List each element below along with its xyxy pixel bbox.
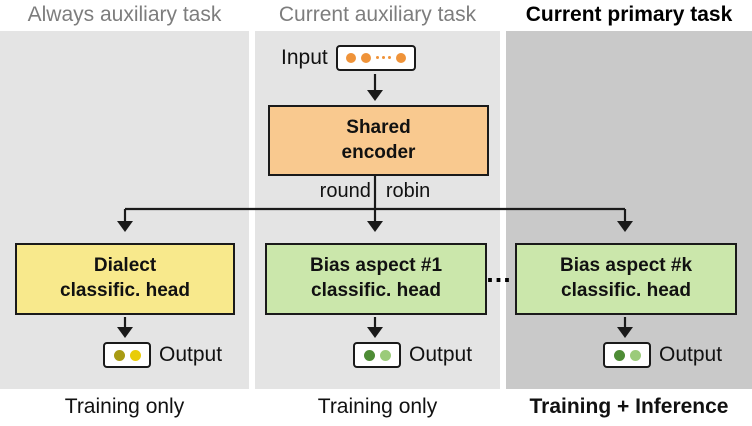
- input-mini-dot-icon: [381, 56, 385, 59]
- input-label: Input: [281, 45, 328, 69]
- output-label: Output: [409, 343, 473, 366]
- column-bg-current-primary: [506, 31, 752, 389]
- column-bg-always-auxiliary: [0, 31, 249, 389]
- output-row-dialect: Output: [103, 341, 222, 369]
- output-dot-icon: [113, 349, 125, 361]
- input-ellipsis-dots-icon: [375, 56, 391, 59]
- output-row-bias-k: Output: [603, 341, 722, 369]
- column-bg-current-auxiliary: [255, 31, 500, 389]
- output-row-bias-1: Output: [353, 341, 472, 369]
- bias-aspect-1-classific-head-box: Bias aspect #1 classific. head: [265, 243, 487, 315]
- input-dot-icon: [395, 52, 406, 63]
- output-dot-icon: [629, 349, 641, 361]
- footer-training-inference: Training + Inference: [529, 395, 729, 418]
- dialect-classific-head-box: Dialect classific. head: [15, 243, 235, 315]
- round-robin-word-left: round: [319, 180, 371, 202]
- output-label: Output: [659, 343, 723, 366]
- round-robin-caption: round robin: [255, 179, 495, 203]
- output-vector-icon: [353, 342, 401, 368]
- output-dot-icon: [613, 349, 625, 361]
- output-vector-icon: [103, 342, 151, 368]
- output-dot-icon: [379, 349, 391, 361]
- input-row: Input: [281, 44, 416, 71]
- input-mini-dot-icon: [375, 56, 379, 59]
- input-mini-dot-icon: [387, 56, 391, 59]
- column-header-current-auxiliary: Current auxiliary task: [278, 3, 477, 26]
- footer-training-only-2: Training only: [317, 395, 438, 418]
- column-header-current-primary: Current primary task: [525, 3, 733, 26]
- footer-training-only-1: Training only: [64, 395, 185, 418]
- input-vector-icon: [335, 44, 416, 71]
- output-vector-icon: [603, 342, 651, 368]
- output-label: Output: [159, 343, 223, 366]
- input-dot-icon: [360, 52, 371, 63]
- input-dot-icon: [345, 52, 356, 63]
- shared-encoder-box: Shared encoder: [268, 105, 489, 176]
- column-header-always-auxiliary: Always auxiliary task: [27, 3, 222, 26]
- output-dot-icon: [129, 349, 141, 361]
- bias-aspect-k-classific-head-box: Bias aspect #k classific. head: [515, 243, 737, 315]
- round-robin-word-right: robin: [385, 180, 431, 202]
- between-heads-ellipsis: ...: [486, 258, 512, 288]
- output-dot-icon: [363, 349, 375, 361]
